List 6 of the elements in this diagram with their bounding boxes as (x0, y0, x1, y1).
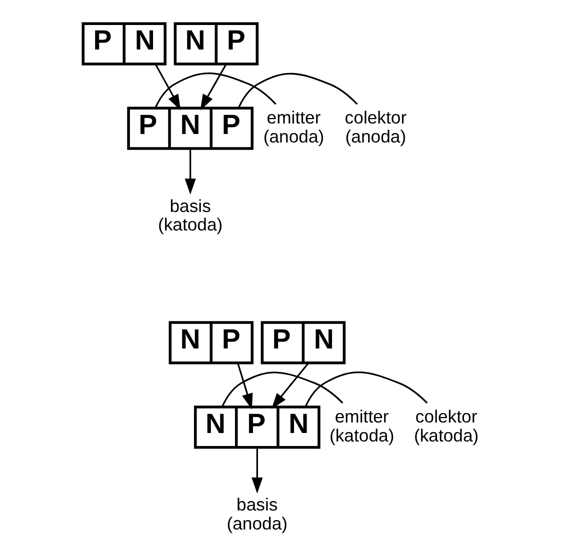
node-text: basis (anoda) (226, 494, 288, 534)
node-text: colektor (anoda) (344, 108, 407, 146)
node-text: emitter (katoda) (329, 406, 394, 446)
node-text: colektor (katoda) (414, 406, 479, 446)
node-text: basis (katoda) (158, 196, 223, 235)
node-text: emitter (anoda) (263, 108, 324, 146)
